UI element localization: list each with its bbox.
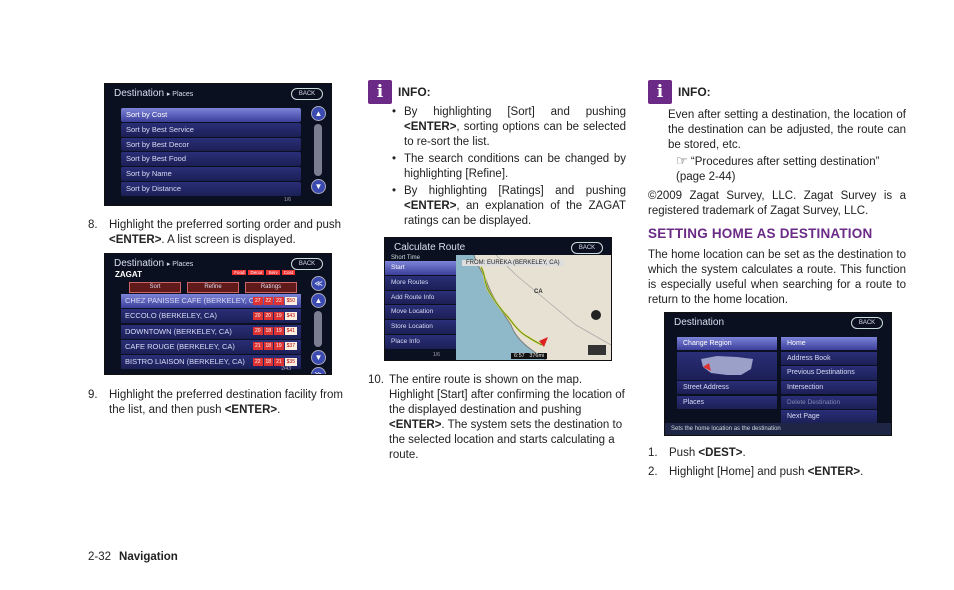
list-item: By highlighting [Sort] and pushing <ENTE… xyxy=(388,105,626,150)
state-label: CA xyxy=(534,289,543,295)
page-indicator: 2/43 xyxy=(281,366,291,372)
page-footer: 2-32 Navigation xyxy=(88,551,178,563)
tab-sort[interactable]: Sort xyxy=(129,282,181,293)
menu-item-delete-destination[interactable]: Delete Destination xyxy=(781,395,877,409)
scroll-up-icon[interactable]: ▲ xyxy=(311,106,326,121)
reference-icon: ☞ xyxy=(676,153,688,168)
route-map[interactable]: FROM: EUREKA (BERKELEY, CA) CA 6:57 376m… xyxy=(456,255,611,360)
scroll-bottom-icon[interactable]: ≫ xyxy=(311,367,326,374)
menu-item-address-book[interactable]: Address Book xyxy=(781,351,877,365)
menu-item-intersection[interactable]: Intersection xyxy=(781,381,877,395)
back-button[interactable]: BACK xyxy=(851,317,883,329)
us-map-icon xyxy=(677,351,777,380)
step-8: 8.Highlight the preferred sorting order … xyxy=(88,219,342,246)
destination-flag-icon xyxy=(539,337,548,347)
list-item: The search conditions can be changed by … xyxy=(388,152,626,182)
menu-item-sort-distance[interactable]: Sort by Distance xyxy=(121,181,301,196)
scroll-track[interactable] xyxy=(314,311,322,347)
status-bar: Sets the home location as the destinatio… xyxy=(665,423,891,435)
route-summary: 6:57 376mi xyxy=(511,353,548,359)
menu-item-start[interactable]: Start xyxy=(385,261,456,275)
step-1: 1.Push <DEST>. xyxy=(648,447,746,459)
scroll-track[interactable] xyxy=(314,124,322,176)
screen-title: Calculate Route xyxy=(394,242,466,253)
map-header: FROM: EUREKA (BERKELEY, CA) xyxy=(462,260,564,266)
info-label: INFO: xyxy=(398,85,431,99)
section-name: Navigation xyxy=(119,551,178,563)
calculate-route-screen: Calculate Route BACK Short Time Start Mo… xyxy=(384,237,612,361)
section-heading: SETTING HOME AS DESTINATION xyxy=(648,226,873,241)
menu-item-street-address[interactable]: Street Address xyxy=(677,381,777,395)
scroll-down-icon[interactable]: ▼ xyxy=(311,179,326,194)
menu-item-store-location[interactable]: Store Location xyxy=(385,320,456,334)
scrollbar[interactable]: ≪ ▲ ▼ ≫ xyxy=(311,276,326,374)
info-icon: i xyxy=(368,80,392,104)
info-heading: i INFO: xyxy=(648,80,711,104)
page-reference: ☞ “Procedures after setting destination”… xyxy=(676,153,880,183)
scale-icon xyxy=(588,345,606,355)
list-tabs: Sort Refine Ratings xyxy=(129,282,297,293)
destination-right-menu: Home Address Book Previous Destinations … xyxy=(781,337,877,425)
info-text: Even after setting a destination, the lo… xyxy=(668,109,906,151)
back-button[interactable]: BACK xyxy=(571,242,603,254)
tab-refine[interactable]: Refine xyxy=(187,282,239,293)
destination-menu-screen: Destination BACK Change Region Street Ad… xyxy=(664,312,892,436)
menu-item-place-info[interactable]: Place Info xyxy=(385,334,456,349)
menu-item-add-route-info[interactable]: Add Route Info xyxy=(385,290,456,305)
menu-item-previous-destinations[interactable]: Previous Destinations xyxy=(781,366,877,380)
compass-icon xyxy=(591,310,601,320)
screen-title: Destination ▸ Places xyxy=(114,258,194,269)
screen-title: Destination xyxy=(674,317,725,328)
menu-item-places[interactable]: Places xyxy=(677,395,777,410)
copyright: ©2009 Zagat Survey, LLC. Zagat Survey is… xyxy=(648,190,906,217)
info-label: INFO: xyxy=(678,85,711,99)
menu-item-sort-service[interactable]: Sort by Best Service xyxy=(121,122,301,137)
menu-item-sort-cost[interactable]: Sort by Cost xyxy=(121,108,301,122)
scrollbar[interactable]: ▲ ▼ xyxy=(311,106,326,194)
tab-ratings[interactable]: Ratings xyxy=(245,282,297,293)
menu-item-sort-name[interactable]: Sort by Name xyxy=(121,167,301,181)
page-indicator: 1/6 xyxy=(433,352,440,358)
sort-menu: Sort by Cost Sort by Best Service Sort b… xyxy=(121,108,301,197)
menu-item-more-routes[interactable]: More Routes xyxy=(385,275,456,290)
route-option-label: Short Time xyxy=(391,255,421,261)
scroll-top-icon[interactable]: ≪ xyxy=(311,276,326,291)
steps-home: 1.Push <DEST>. 2.Highlight [Home] and pu… xyxy=(648,446,906,480)
menu-item-sort-decor[interactable]: Sort by Best Decor xyxy=(121,137,301,152)
scroll-up-icon[interactable]: ▲ xyxy=(311,293,326,308)
destination-left-menu: Change Region Street Address Places xyxy=(677,337,777,411)
route-map-graphic xyxy=(456,255,611,360)
menu-item-next-page[interactable]: Next Page xyxy=(781,410,877,424)
info-heading: i INFO: xyxy=(368,80,431,104)
info-bullets: By highlighting [Sort] and pushing <ENTE… xyxy=(388,105,626,231)
menu-item-change-region[interactable]: Change Region xyxy=(677,337,777,351)
route-menu: Short Time Start More Routes Add Route I… xyxy=(385,255,456,350)
section-paragraph: The home location can be set as the dest… xyxy=(648,249,906,306)
screen-title: Destination ▸ Places xyxy=(114,88,194,99)
step-2: 2.Highlight [Home] and push <ENTER>. xyxy=(648,466,864,478)
menu-item-sort-food[interactable]: Sort by Best Food xyxy=(121,152,301,167)
rating-headers: Food Decor Serv Cost xyxy=(232,270,295,275)
step-9: 9.Highlight the preferred destination fa… xyxy=(88,389,343,416)
step-10: 10.The entire route is shown on the map.… xyxy=(368,374,625,461)
page-number: 2-32 xyxy=(88,551,112,563)
menu-item-move-location[interactable]: Move Location xyxy=(385,305,456,320)
scroll-down-icon[interactable]: ▼ xyxy=(311,350,326,365)
list-item: By highlighting [Ratings] and pushing <E… xyxy=(388,184,626,229)
page-indicator: 1/6 xyxy=(284,197,291,203)
restaurant-list-screen: Destination ▸ Places BACK ZAGAT Food Dec… xyxy=(104,253,332,375)
info-icon: i xyxy=(648,80,672,104)
sort-options-screen: Destination ▸ Places BACK Sort by Cost S… xyxy=(104,83,332,206)
menu-item-home[interactable]: Home xyxy=(781,337,877,351)
zagat-logo: ZAGAT xyxy=(115,270,142,279)
back-button[interactable]: BACK xyxy=(291,88,323,100)
back-button[interactable]: BACK xyxy=(291,258,323,270)
